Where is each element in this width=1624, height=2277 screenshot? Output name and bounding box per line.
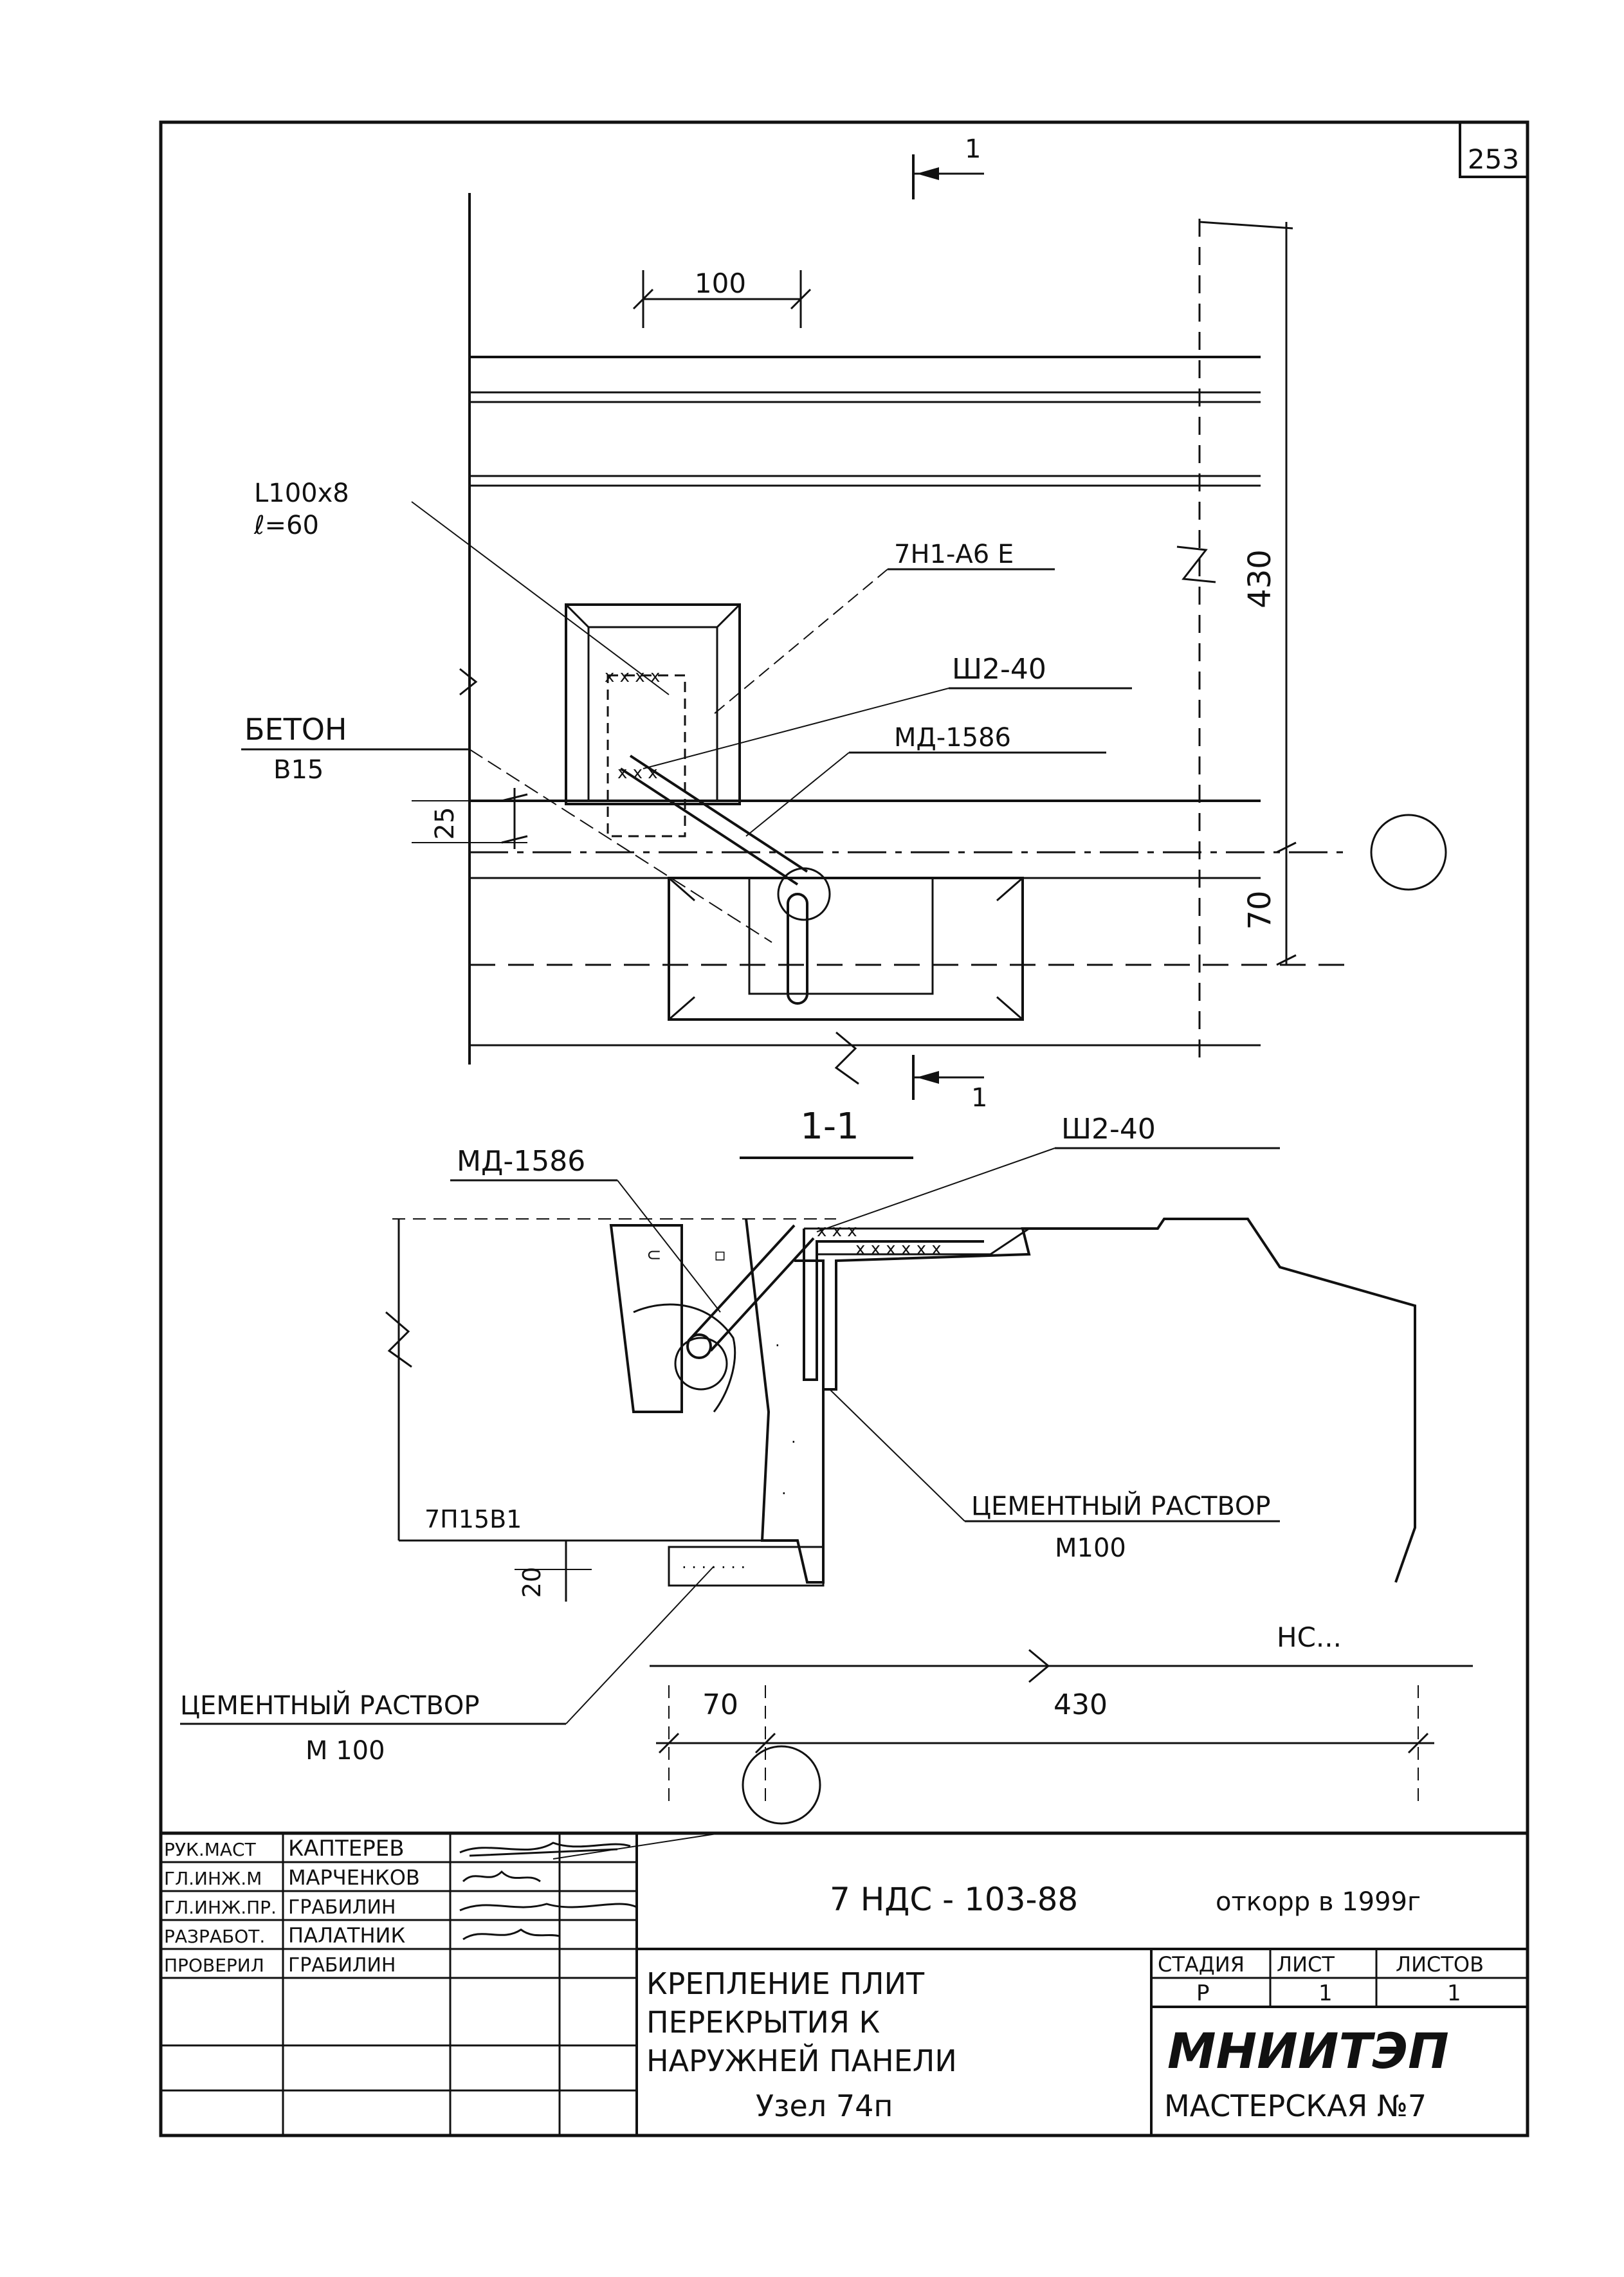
revision-note: откорр в 1999г — [1216, 1887, 1421, 1917]
svg-text:· · · · · · ·: · · · · · · · — [682, 1559, 745, 1577]
name-4: ПАЛАТНИК — [288, 1923, 405, 1948]
dimension-430-vertical: 430 — [1242, 222, 1297, 966]
anchor-pocket — [668, 877, 1024, 1021]
dimension-100: 100 — [632, 268, 812, 328]
org-name: МНИИТЭП — [1167, 2022, 1449, 2080]
role-4: РАЗРАБОТ. — [164, 1926, 265, 1947]
concrete-label-2: В15 — [273, 755, 324, 785]
sheet-frame — [159, 120, 1529, 2137]
axis-circle-plan — [1370, 814, 1447, 891]
section-view: 1-1 ⊂ ▫ · · · · · · · · · · x x x — [180, 1106, 1473, 1825]
angle-label-2: ℓ=60 — [253, 511, 319, 540]
bar-label-plan: Ш2-40 — [952, 653, 1046, 686]
section-bottom-dimensions: 70 430 — [650, 1649, 1473, 1801]
dimension-25: 25 — [412, 788, 528, 849]
section-leaders — [180, 1147, 1280, 1725]
mortar-left-label-2: М 100 — [306, 1736, 385, 1766]
sheets-value: 1 — [1447, 1980, 1461, 2006]
dimension-70-text: 70 — [1242, 890, 1278, 929]
mortar-right-label-2: М100 — [1055, 1533, 1126, 1563]
doc-code: 7 НДС - 103-88 — [830, 1881, 1078, 1918]
name-2: МАРЧЕНКОВ — [288, 1865, 420, 1890]
dimension-70-section-text: 70 — [702, 1688, 738, 1721]
anchor-label-section: МД-1586 — [457, 1145, 585, 1178]
signatures — [459, 1833, 721, 1941]
dimension-20-text: 20 — [518, 1567, 546, 1598]
outer-panel — [822, 1218, 1416, 1583]
diagonal-bar — [619, 754, 831, 1005]
svg-text:·: · — [775, 1337, 780, 1355]
angle-label-1: L100x8 — [254, 479, 349, 508]
bar-label-section: Ш2-40 — [1061, 1113, 1156, 1146]
name-5: ГРАБИЛИН — [288, 1954, 396, 1977]
role-1: РУК.МАСТ — [164, 1839, 257, 1860]
dimension-430-section-text: 430 — [1054, 1688, 1108, 1721]
sheets-header: ЛИСТОВ — [1396, 1952, 1484, 1977]
section-mark-bottom-label: 1 — [971, 1083, 987, 1113]
angle-plate: x x x x x x x — [565, 603, 741, 837]
svg-text:⊂: ⊂ — [646, 1244, 661, 1265]
title-line-2: ПЕРЕКРЫТИЯ К — [646, 2005, 880, 2040]
dimension-25-text: 25 — [430, 807, 460, 840]
svg-text:x x x x x x: x x x x x x — [855, 1239, 942, 1259]
angle-section: x x x x x x x x x — [803, 1221, 1032, 1381]
role-3: ГЛ.ИНЖ.ПР. — [164, 1897, 277, 1918]
svg-text:·: · — [791, 1433, 796, 1451]
title-line-4: Узел 74п — [756, 2089, 893, 2123]
section-mark-bottom: 1 — [912, 1055, 987, 1113]
section-mark-top-label: 1 — [965, 134, 981, 164]
anchor-label-plan: МД-1586 — [894, 723, 1011, 753]
section-bar — [686, 1224, 815, 1359]
stage-value: Р — [1196, 1980, 1210, 2006]
slab-label: 7П15В1 — [424, 1505, 522, 1533]
role-2: ГЛ.ИНЖ.М — [164, 1868, 262, 1889]
stage-header: СТАДИЯ — [1158, 1952, 1245, 1977]
section-title: 1-1 — [800, 1106, 859, 1148]
svg-text:·: · — [781, 1485, 787, 1503]
dimension-430-text: 430 — [1242, 549, 1278, 608]
svg-text:▫: ▫ — [714, 1244, 726, 1265]
mortar-left-label-1: ЦЕМЕНТНЫЙ РАСТВОР — [180, 1690, 480, 1721]
workshop: МАСТЕРСКАЯ №7 — [1164, 2089, 1427, 2123]
title-block: РУК.МАСТ ГЛ.ИНЖ.М ГЛ.ИНЖ.ПР. РАЗРАБОТ. П… — [161, 1831, 1528, 2135]
panel-label: НС... — [1277, 1622, 1342, 1653]
dimension-20: 20 — [515, 1541, 592, 1602]
section-mark-top: 1 — [912, 134, 984, 199]
concrete-label-1: БЕТОН — [244, 712, 347, 747]
sheet-number-box: 253 — [1459, 121, 1529, 178]
sheet-header: ЛИСТ — [1277, 1952, 1335, 1977]
title-line-3: НАРУЖНЕЙ ПАНЕЛИ — [646, 2044, 957, 2078]
dimension-100-text: 100 — [695, 268, 746, 299]
role-5: ПРОВЕРИЛ — [164, 1955, 264, 1976]
weld-label: 7Н1-А6 Е — [894, 540, 1014, 569]
plan-view: 1 100 430 — [241, 134, 1447, 1113]
name-1: КАПТЕРЕВ — [288, 1836, 405, 1861]
floor-slab: ⊂ ▫ — [399, 1224, 762, 1542]
mortar-right-label-1: ЦЕМЕНТНЫЙ РАСТВОР — [971, 1490, 1271, 1521]
mortar-joint: · · · · · · · · · · — [668, 1218, 825, 1587]
axis-circle-section — [742, 1745, 821, 1825]
plan-leaders — [241, 501, 1132, 943]
sheet-number: 253 — [1468, 143, 1519, 175]
svg-text:x x x x: x x x x — [605, 667, 660, 686]
name-3: ГРАБИЛИН — [288, 1896, 396, 1919]
dimension-70-vertical: 70 — [1242, 852, 1288, 965]
sheet-value: 1 — [1318, 1980, 1333, 2006]
title-line-1: КРЕПЛЕНИЕ ПЛИТ — [646, 1966, 925, 2001]
